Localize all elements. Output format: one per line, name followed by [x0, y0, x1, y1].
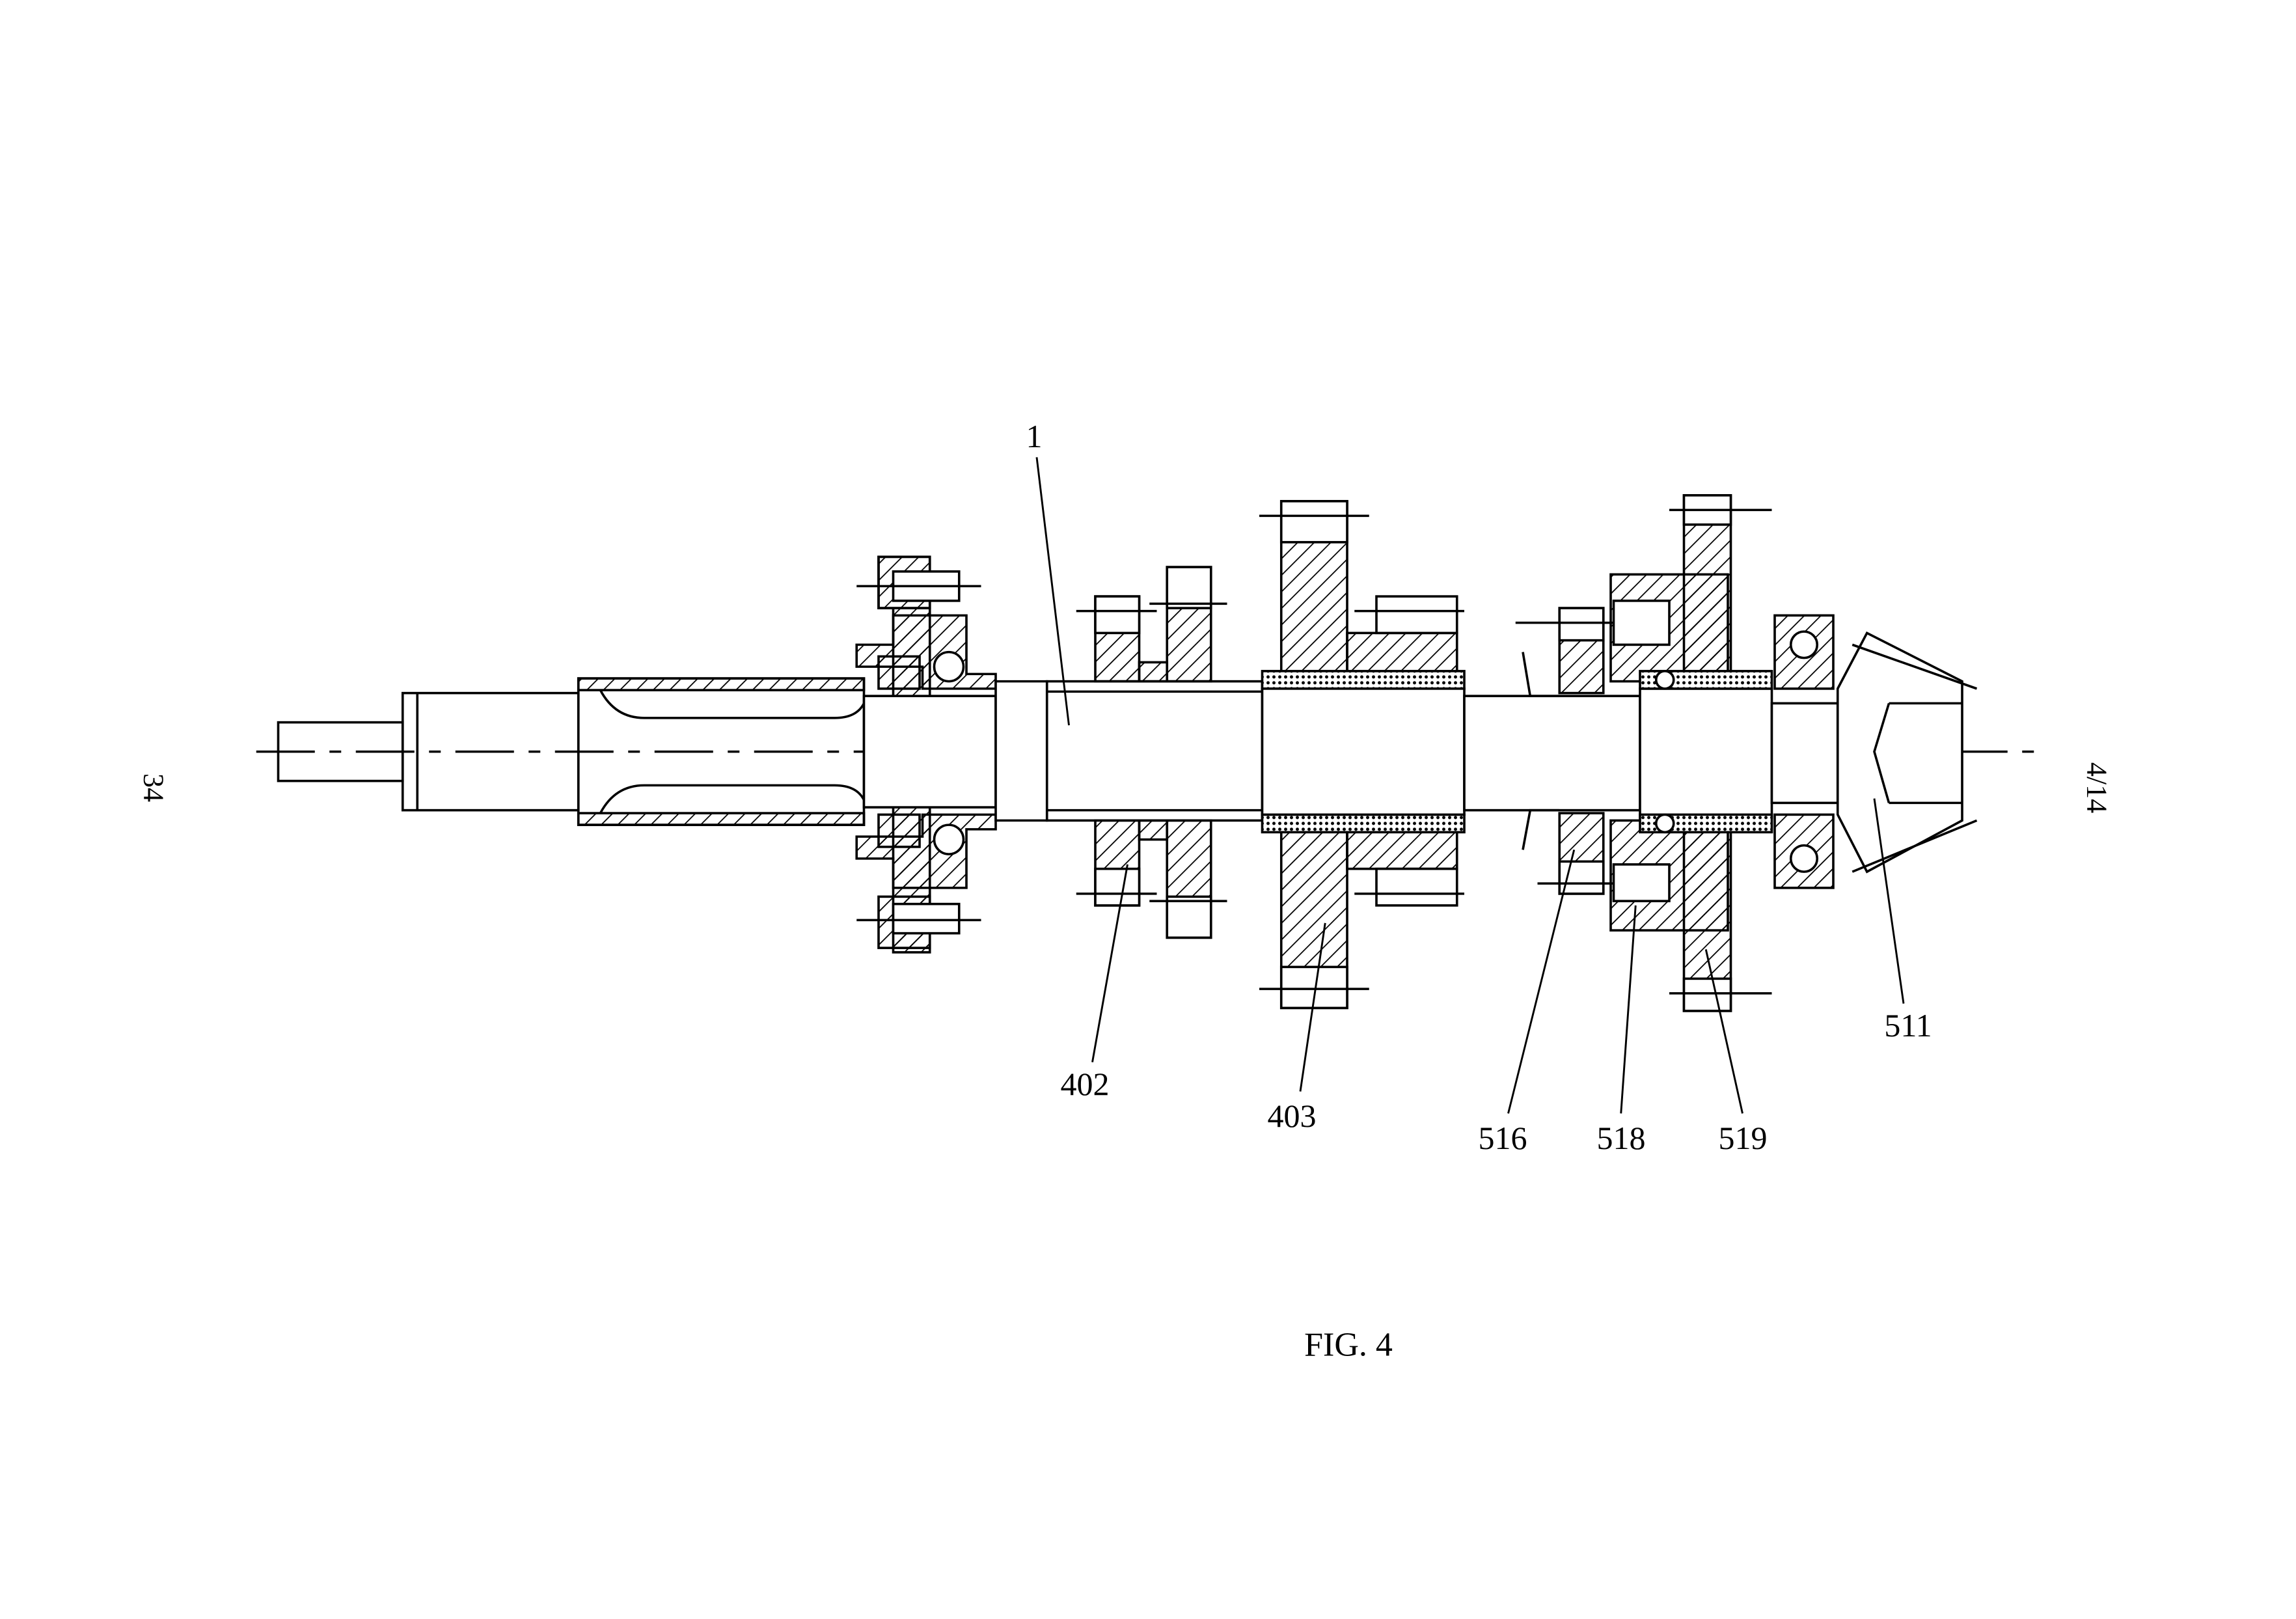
label-403: 403 [1267, 1098, 1317, 1134]
outer-tube [577, 677, 866, 826]
figure-caption: FIG. 4 [1304, 1326, 1393, 1364]
label-402: 402 [1060, 1066, 1110, 1102]
label-518: 518 [1596, 1120, 1646, 1156]
sheet-number: 4/14 [2081, 762, 2113, 814]
leader-lines [1035, 457, 1905, 1114]
part-518-519 [1609, 494, 1773, 1012]
gear-402 [1076, 566, 1227, 939]
side-number: 34 [137, 773, 170, 802]
label-519: 519 [1718, 1120, 1768, 1156]
label-shaft-1: 1 [1026, 418, 1043, 454]
main-shaft [862, 695, 997, 809]
gear-403 [1259, 500, 1466, 1010]
label-511: 511 [1884, 1007, 1932, 1044]
cone-511 [1836, 631, 1963, 874]
label-516: 516 [1478, 1120, 1527, 1156]
part-516 [1515, 607, 1655, 895]
right-bearing [1770, 614, 1839, 889]
